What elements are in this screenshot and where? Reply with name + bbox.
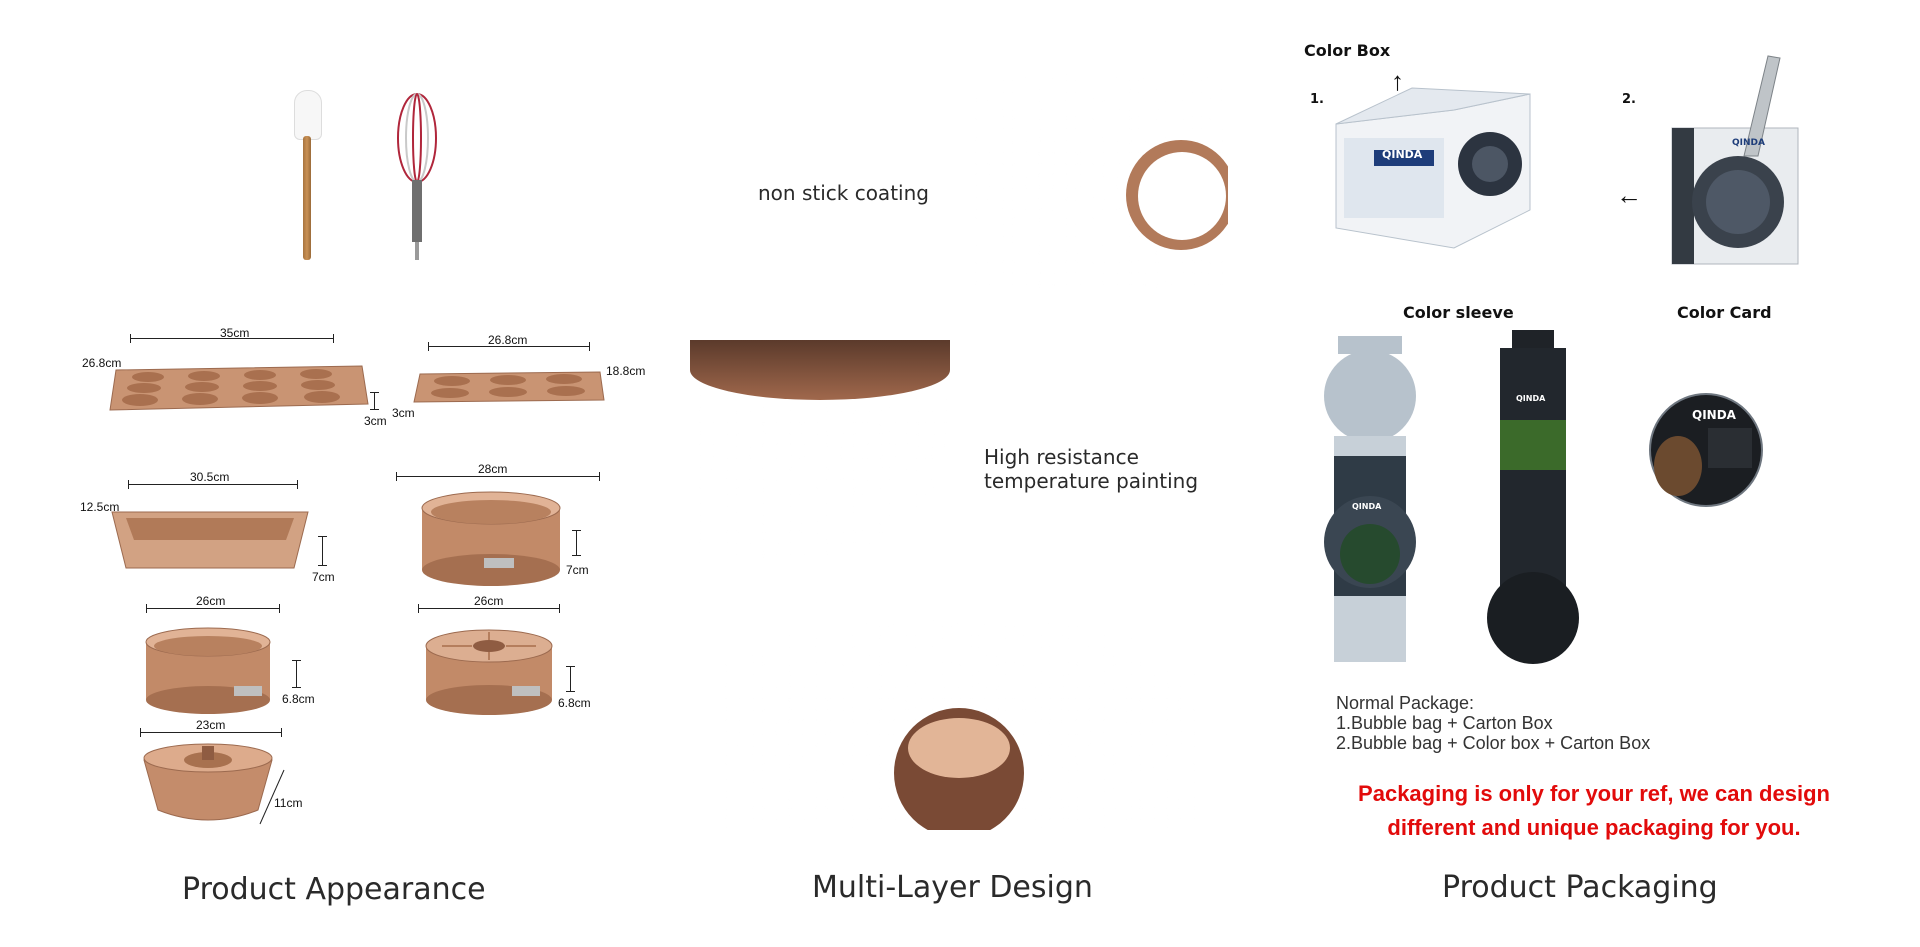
feature-high-resistance-1: High resistance [984, 445, 1139, 469]
feature-high-resistance-2: temperature painting [984, 469, 1199, 493]
label-color-sleeve: Color sleeve [1403, 303, 1514, 322]
normal-package-option-1: 1.Bubble bag + Carton Box [1336, 713, 1553, 733]
color-box-image: QINDA [1334, 80, 1532, 252]
dim-line [428, 342, 590, 351]
label-color-card: Color Card [1677, 303, 1772, 322]
dim-fluted26-height: 6.8cm [558, 696, 591, 710]
color-sleeve-2-image: QINDA [1486, 330, 1580, 670]
pkg-number-1: 1. [1310, 92, 1324, 107]
springform-28-image [418, 490, 564, 588]
arrow-left-icon: ← [1616, 180, 1642, 210]
dim-line [418, 604, 560, 613]
dim-line [370, 392, 379, 410]
dim-fluted26-width: 26cm [474, 594, 504, 608]
pan-box-brand-text: QINDA [1732, 138, 1765, 148]
dim-spring26-width: 26cm [196, 594, 226, 608]
springform-26-image [142, 626, 274, 716]
dim-muffin6-width: 26.8cm [488, 333, 528, 347]
whisk-image [394, 92, 440, 262]
dim-muffin12-height: 3cm [364, 414, 387, 428]
dim-bundt-width: 23cm [196, 718, 226, 732]
packaging-notice-2: different and unique packaging for you. [1387, 815, 1801, 840]
dim-line [292, 660, 301, 688]
dim-spring26-height: 6.8cm [282, 692, 315, 706]
dim-muffin12-width: 35cm [220, 326, 250, 340]
dim-line [130, 334, 334, 343]
bundt-pan-image [140, 738, 276, 824]
dim-line [140, 728, 282, 737]
section-caption-packaging: Product Packaging [1442, 870, 1718, 905]
dim-line [318, 536, 327, 566]
normal-package-title: Normal Package: [1336, 693, 1475, 713]
normal-package-option-2: 2.Bubble bag + Color box + Carton Box [1336, 733, 1651, 753]
label-color-box: Color Box [1304, 41, 1391, 60]
loaf-pan-image [110, 506, 310, 572]
color-sleeve-1-image: QINDA [1324, 336, 1416, 666]
dim-line [146, 604, 280, 613]
sleeve-1-brand-text: QINDA [1352, 502, 1382, 511]
sleeve-2-brand-text: QINDA [1516, 394, 1546, 403]
dim-line [396, 472, 600, 481]
packaging-notice-1: Packaging is only for your ref, we can d… [1358, 781, 1830, 806]
dim-loaf-depth: 12.5cm [80, 500, 120, 514]
spatula-image [292, 90, 322, 262]
dim-spring28-width: 28cm [478, 462, 508, 476]
dim-loaf-width: 30.5cm [190, 470, 230, 484]
dim-line [572, 530, 581, 556]
closeup-bundt-photo [716, 616, 1200, 830]
closeup-wall-photo [690, 340, 950, 562]
feature-non-stick: non stick coating [758, 181, 929, 205]
card-brand-text: QINDA [1692, 408, 1736, 422]
dim-line [566, 666, 575, 692]
pkg-number-2: 2. [1622, 92, 1636, 107]
muffin-pan-6-image [412, 366, 606, 408]
dim-bundt-height: 11cm [274, 796, 303, 810]
dim-muffin6-height: 3cm [392, 406, 415, 420]
dim-loaf-height: 7cm [312, 570, 335, 584]
dim-spring28-height: 7cm [566, 563, 589, 577]
box-brand-text: QINDA [1382, 148, 1423, 161]
pan-box-image: QINDA [1668, 52, 1804, 268]
dim-line [128, 480, 298, 489]
fluted-springform-image [422, 626, 556, 718]
dim-muffin6-depth: 18.8cm [606, 364, 646, 378]
section-caption-appearance: Product Appearance [182, 872, 486, 907]
arrow-up-icon: ↑ [1391, 66, 1404, 96]
color-card-image: QINDA [1648, 370, 1764, 530]
closeup-coating-photo [966, 70, 1228, 294]
section-caption-layers: Multi-Layer Design [812, 870, 1093, 905]
dim-muffin12-depth: 26.8cm [82, 356, 122, 370]
dim-line [256, 768, 288, 826]
muffin-pan-12-image [106, 360, 372, 416]
